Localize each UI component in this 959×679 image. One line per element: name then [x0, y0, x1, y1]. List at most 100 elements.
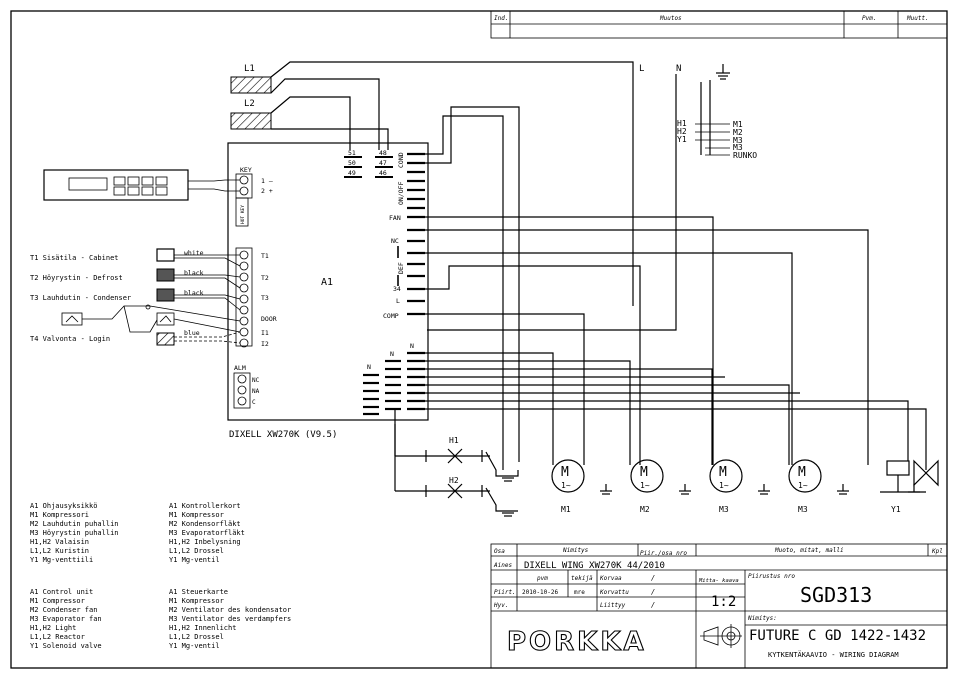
term-46: 46: [379, 169, 387, 177]
light-h2: H2: [395, 476, 518, 517]
tb-slash3: /: [651, 601, 655, 609]
alm-nc: NC: [252, 377, 260, 384]
key-1: 1 —: [261, 177, 273, 185]
term-t3: T3: [261, 294, 269, 302]
term-n-right: N: [390, 350, 394, 358]
reactor-l1: L1: [230, 64, 272, 94]
term-comp: COMP: [383, 312, 399, 320]
probe-terminals: T1 T2 T3 DOOR I1 I2: [235, 247, 277, 348]
motor-m3a: M 1~ M3: [709, 459, 770, 514]
rev-muutt: Muutt.: [906, 15, 929, 22]
legend-en-5: L1,L2 Reactor: [30, 633, 85, 641]
legend-de-2: M2 Ventilator des kondensator: [169, 606, 291, 614]
reactor-l2-label: L2: [244, 99, 255, 109]
motor-m3b-symbol: M: [798, 465, 806, 480]
rev-ind: Ind.: [494, 15, 508, 22]
tb-piirustus-nro: Piirustus nro: [748, 573, 795, 580]
tb-piir-osa-nro: Piir./osa nro: [640, 550, 687, 557]
term-t2: T2: [261, 274, 269, 282]
legend-fi-6: Y1 Mg-venttiili: [30, 556, 93, 564]
legend-fi-5: L1,L2 Kuristin: [30, 547, 89, 555]
tb-muoto: Muoto, mitat, malli: [774, 547, 844, 554]
legend-sv: A1 Kontrollerkort M1 Kompressor M2 Konde…: [169, 502, 245, 564]
legend-fi-2: M2 Lauhdutin puhallin: [30, 520, 119, 528]
key-label: KEY: [240, 166, 252, 174]
light-h1: H1: [395, 436, 519, 482]
term-n-left: N: [367, 363, 371, 371]
tb-author: mre: [574, 589, 585, 596]
alm-label: ALM: [234, 364, 246, 372]
revision-block: Ind. Muutos Pvm. Muutt.: [490, 10, 948, 39]
legend-de-4: H1,H2 Innenlicht: [169, 624, 236, 632]
legend-sv-4: H1,H2 Inbelysning: [169, 538, 241, 546]
sensor-t4-label: T4 Valvonta - Login: [30, 335, 110, 343]
term-cond: COND: [397, 152, 405, 168]
motor-m3a-symbol: M: [719, 465, 727, 480]
legend-sv-5: L1,L2 Drossel: [169, 547, 224, 555]
motor-m3b-phase: 1~: [798, 481, 808, 490]
motor-m2-symbol: M: [640, 465, 648, 480]
legend-sv-1: M1 Kompressor: [169, 511, 224, 519]
supply-m2: M2: [733, 128, 743, 137]
alm-na: NA: [252, 388, 260, 395]
legend-en-2: M2 Condenser fan: [30, 606, 97, 614]
power-terminals: 51 50 49 48 47 46: [344, 149, 393, 178]
motor-m2: M 1~ M2: [630, 459, 691, 514]
tb-osa: Osa: [494, 548, 505, 555]
motor-m1-phase: 1~: [561, 481, 571, 490]
tb-mittakaava: Mitta- kaava: [698, 578, 739, 584]
drawing-frame: [10, 10, 948, 669]
sensor-t4: T4 Valvonta - Login blue: [30, 329, 241, 346]
tb-korvaa: Korvaa: [599, 575, 622, 582]
reactor-l1-label: L1: [244, 64, 255, 74]
supply-m3b: M3: [733, 143, 743, 152]
tb-aines-value: DIXELL WING XW270K 44/2010: [524, 561, 665, 571]
legend-en-4: H1,H2 Light: [30, 624, 76, 632]
legend-fi: A1 Ohjausyksikkö M1 Kompressori M2 Lauhd…: [30, 502, 119, 564]
term-49: 49: [348, 169, 356, 177]
tb-tekija: tekijä: [571, 575, 593, 582]
term-48: 48: [379, 149, 387, 157]
term-34: 34: [393, 285, 401, 293]
rev-pvm: Pvm.: [862, 15, 876, 22]
tb-drawing-no: SGD313: [800, 583, 872, 607]
tb-date: 2010-10-26: [522, 589, 559, 596]
sensor-t3: T3 Lauhdutin - Condenser black: [30, 288, 241, 311]
load-wires: [394, 106, 927, 491]
supply-m1: M1: [733, 120, 743, 129]
tb-pvm: pvm: [537, 575, 548, 582]
valve-y1: Y1: [880, 459, 939, 514]
motor-m1: M 1~ M1: [551, 459, 612, 514]
supply-y1: Y1: [677, 135, 687, 144]
sensor-t2: T2 Höyrystin - Defrost black: [30, 268, 241, 289]
legend-de-6: Y1 Mg-ventil: [169, 642, 220, 650]
legend-fi-4: H1,H2 Valaisin: [30, 538, 89, 546]
sensor-t3-wire: black: [184, 289, 204, 297]
keypad-display: [43, 169, 240, 201]
legend-de-3: M3 Ventilator des verdampfers: [169, 615, 291, 623]
legend-en: A1 Control unit M1 Compressor M2 Condens…: [30, 588, 102, 650]
tb-scale: 1:2: [711, 594, 736, 610]
supply-runko: RUNKO: [733, 151, 757, 160]
reactor-l2: L2: [230, 99, 272, 130]
door-switches: [61, 304, 241, 333]
sensor-t2-wire: black: [184, 269, 204, 277]
legend-fi-3: M3 Höyrystin puhallin: [30, 529, 119, 537]
motor-m3a-phase: 1~: [719, 481, 729, 490]
legend-de: A1 Steuerkarte M1 Kompressor M2 Ventilat…: [169, 588, 291, 650]
alm-c: C: [252, 399, 256, 406]
key-2: 2 +: [261, 187, 273, 195]
motor-m3a-label: M3: [719, 505, 729, 514]
legend-sv-3: M3 Evaporatorfläkt: [169, 529, 245, 537]
legend-de-5: L1,L2 Drossel: [169, 633, 224, 641]
key-terminals: KEY 1 — 2 + HOT KEY: [235, 166, 273, 227]
rev-muutos: Muutos: [659, 15, 682, 22]
supply-l: L: [639, 64, 644, 74]
light-h2-label: H2: [449, 476, 459, 485]
tb-product: FUTURE C GD 1422-1432: [749, 628, 926, 644]
tb-slash1: /: [651, 574, 655, 582]
motor-m3b: M 1~ M3: [788, 459, 849, 514]
tb-piirt: Piirt.: [494, 589, 516, 596]
tb-subtitle: KYTKENTÄKAAVIO - WIRING DIAGRAM: [768, 650, 899, 659]
